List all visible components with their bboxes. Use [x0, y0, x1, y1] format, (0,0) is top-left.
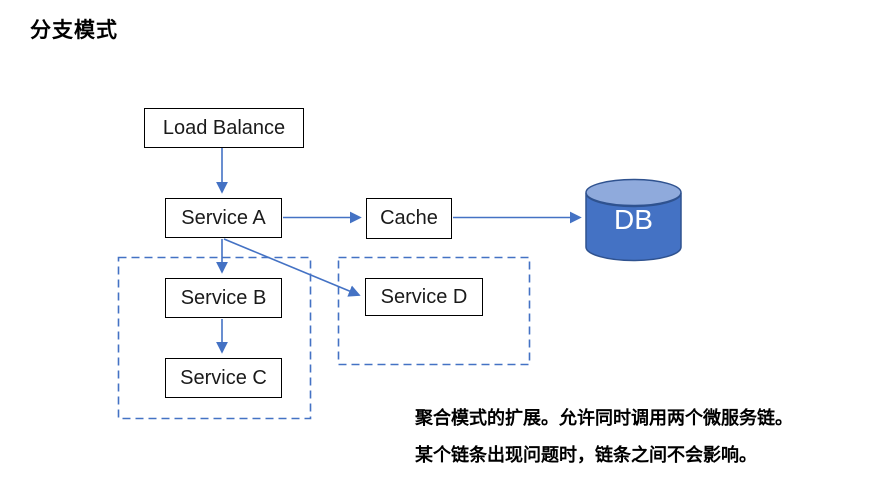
node-service-b-label: Service B: [180, 286, 267, 309]
caption-line-2: 某个链条出现问题时，链条之间不会影响。: [415, 445, 757, 465]
node-load-balance-label: Load Balance: [162, 116, 286, 139]
node-service-d: Service D: [365, 278, 483, 316]
node-service-c-label: Service C: [180, 366, 267, 389]
node-load-balance: Load Balance: [144, 108, 304, 148]
database-cylinder-icon: [585, 178, 682, 262]
node-service-b: Service B: [165, 278, 282, 318]
caption-line-1: 聚合模式的扩展。允许同时调用两个微服务链。: [415, 408, 793, 428]
node-db-label: DB: [614, 204, 653, 235]
node-service-c: Service C: [165, 358, 282, 398]
node-service-a: Service A: [165, 198, 282, 238]
node-cache: Cache: [366, 198, 452, 239]
node-db: DB: [585, 178, 682, 262]
node-service-a-label: Service A: [181, 206, 266, 229]
caption-text: 聚合模式的扩展。允许同时调用两个微服务链。 某个链条出现问题时，链条之间不会影响…: [415, 400, 793, 474]
node-service-d-label: Service D: [380, 285, 468, 308]
node-cache-label: Cache: [380, 207, 438, 229]
page-title: 分支模式: [30, 19, 118, 42]
